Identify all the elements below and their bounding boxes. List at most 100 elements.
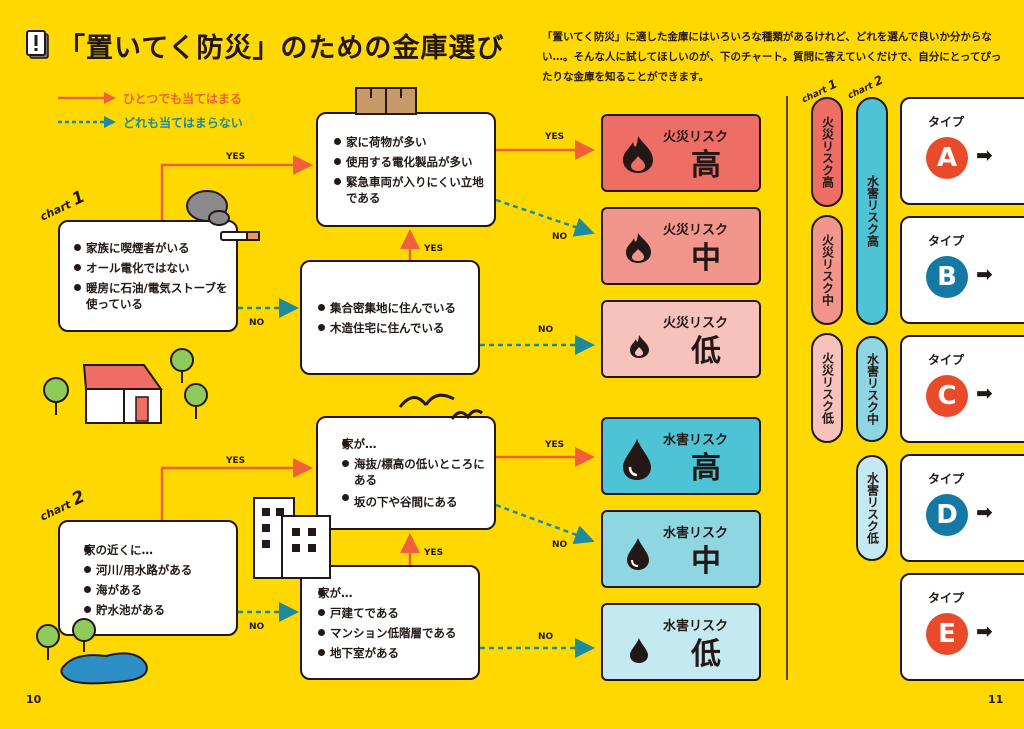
chart1-lower-item: 集合密集地に住んでいる: [318, 298, 470, 318]
yes-label: YES: [226, 456, 246, 466]
fire-risk-high: 火災リスク 高: [601, 114, 761, 192]
yes-label: YES: [545, 132, 565, 142]
type-card-a: タイプ A ➡: [900, 97, 1024, 205]
chart2-lower-head: 家が…: [318, 583, 470, 603]
type-label: タイプ: [928, 115, 965, 129]
no-label: NO: [552, 540, 568, 550]
no-label: NO: [249, 318, 265, 328]
intro-text: 「置いてく防災」に適した金庫にはいろいろな種類があるけれど、どれを選んで良いか分…: [542, 31, 1002, 83]
fire-risk-low: 火災リスク 低: [601, 300, 761, 378]
pill-water-high: 水害リスク高: [856, 97, 888, 325]
legend-no-label: どれも当てはまらない: [123, 116, 243, 130]
chart2-lower-item: 戸建てである: [318, 603, 470, 623]
water-risk-title: 水害リスク: [663, 433, 729, 448]
chart2-start-item: 海がある: [84, 580, 228, 600]
type-letter: A: [926, 137, 968, 179]
arrow-right-icon: ➡: [976, 500, 993, 524]
no-label: NO: [538, 632, 554, 642]
water-risk-title: 水害リスク: [663, 619, 729, 634]
no-label: NO: [552, 232, 568, 242]
chart1-start-item: オール電化ではない: [74, 258, 228, 278]
chart2-upper-item: 坂の下や谷間にある: [342, 488, 486, 512]
chart1-lower-box: 集合密集地に住んでいる 木造住宅に住んでいる: [300, 260, 480, 375]
legend-yes: [58, 90, 118, 109]
chart2-start-item: 河川/用水路がある: [84, 560, 228, 580]
type-card-d: タイプ D ➡: [900, 454, 1024, 562]
type-card-b: タイプ B ➡: [900, 216, 1024, 324]
flame-icon: [623, 136, 653, 173]
arrow-right-icon: ➡: [976, 381, 993, 405]
chart2-upper-head: 家が…: [342, 434, 486, 454]
fire-risk-title: 火災リスク: [663, 130, 729, 145]
building-icon: [253, 497, 331, 579]
pill-fire-low: 火災リスク低: [811, 333, 843, 443]
arrow-right-icon: ➡: [976, 619, 993, 643]
alert-icon: [26, 30, 50, 60]
chart1-lower-item: 木造住宅に住んでいる: [318, 318, 470, 338]
house-icon: [43, 348, 208, 424]
chart1-upper-item: 緊急車両が入りにくい立地である: [334, 172, 486, 206]
chart1-start-box: 家族に喫煙者がいる オール電化ではない 暖房に石油/電気ストーブを使っている: [58, 220, 238, 332]
chart1-upper-item: 使用する電化製品が多い: [334, 152, 486, 172]
type-label: タイプ: [928, 353, 965, 367]
fire-risk-mid: 火災リスク 中: [601, 207, 761, 285]
cigarette-icon: [186, 190, 260, 241]
water-drop-icon: [623, 439, 651, 480]
water-risk-level: 高: [691, 451, 721, 486]
chart2-start-box: 家の近くに… 河川/用水路がある 海がある 貯水池がある: [58, 520, 238, 636]
fire-risk-level: 低: [691, 334, 721, 369]
page-number-right: 11: [988, 693, 1004, 706]
chart1-start-item: 暖房に石油/電気ストーブを使っている: [74, 278, 228, 312]
legend-yes-label: ひとつでも当てはまる: [123, 92, 242, 106]
legend-yes-arrow-icon: [58, 92, 116, 104]
type-letter: C: [926, 375, 968, 417]
chart2-start-item: 貯水池がある: [84, 600, 228, 620]
type-card-c: タイプ C ➡: [900, 335, 1024, 443]
no-label: NO: [538, 325, 554, 335]
type-letter: D: [926, 494, 968, 536]
chart1-start-item: 家族に喫煙者がいる: [74, 238, 228, 258]
page-number-left: 10: [26, 693, 42, 706]
type-label: タイプ: [928, 591, 965, 605]
pill-fire-mid: 火災リスク中: [811, 215, 843, 325]
pill-fire-high: 火災リスク高: [811, 97, 843, 207]
pond-icon: [36, 618, 148, 685]
yes-label: YES: [545, 440, 565, 450]
chart1-upper-item: 家に荷物が多い: [334, 132, 486, 152]
pill-water-low: 水害リスク低: [856, 455, 888, 561]
water-risk-low: 水害リスク 低: [601, 603, 761, 681]
water-drop-icon: [627, 538, 649, 570]
no-label: NO: [249, 622, 265, 632]
legend-no: [58, 114, 118, 133]
water-risk-mid: 水害リスク 中: [601, 510, 761, 588]
pill-water-mid: 水害リスク中: [856, 336, 888, 442]
chart2-lower-item: 地下室がある: [318, 643, 470, 663]
arrow-right-icon: ➡: [976, 262, 993, 286]
water-risk-high: 水害リスク 高: [601, 417, 761, 495]
type-letter: B: [926, 256, 968, 298]
birds-icon: [398, 393, 483, 420]
water-risk-level: 低: [691, 637, 721, 672]
fire-risk-title: 火災リスク: [663, 223, 729, 238]
yes-label: YES: [424, 548, 444, 558]
page-title: 「置いてく防災」のための金庫選び: [58, 33, 505, 64]
chart2-upper-item: 海抜/標高の低いところにある: [342, 454, 486, 488]
flame-icon: [630, 335, 649, 358]
yes-label: YES: [424, 244, 444, 254]
fire-risk-level: 中: [691, 241, 721, 276]
boxes-icon: [355, 87, 417, 115]
fire-risk-level: 高: [691, 148, 721, 183]
water-risk-level: 中: [691, 544, 721, 579]
flame-icon: [626, 233, 651, 263]
type-label: タイプ: [928, 472, 965, 486]
water-risk-title: 水害リスク: [663, 526, 729, 541]
chart2-lower-box: 家が… 戸建てである マンション低階層である 地下室がある: [300, 565, 480, 680]
fire-risk-title: 火災リスク: [663, 316, 729, 331]
chart2-lower-item: マンション低階層である: [318, 623, 470, 643]
legend-no-arrow-icon: [58, 116, 116, 128]
type-label: タイプ: [928, 234, 965, 248]
yes-label: YES: [226, 152, 246, 162]
chart2-upper-box: 家が… 海抜/標高の低いところにある 坂の下や谷間にある: [316, 416, 496, 530]
chart2-start-head: 家の近くに…: [84, 540, 228, 560]
